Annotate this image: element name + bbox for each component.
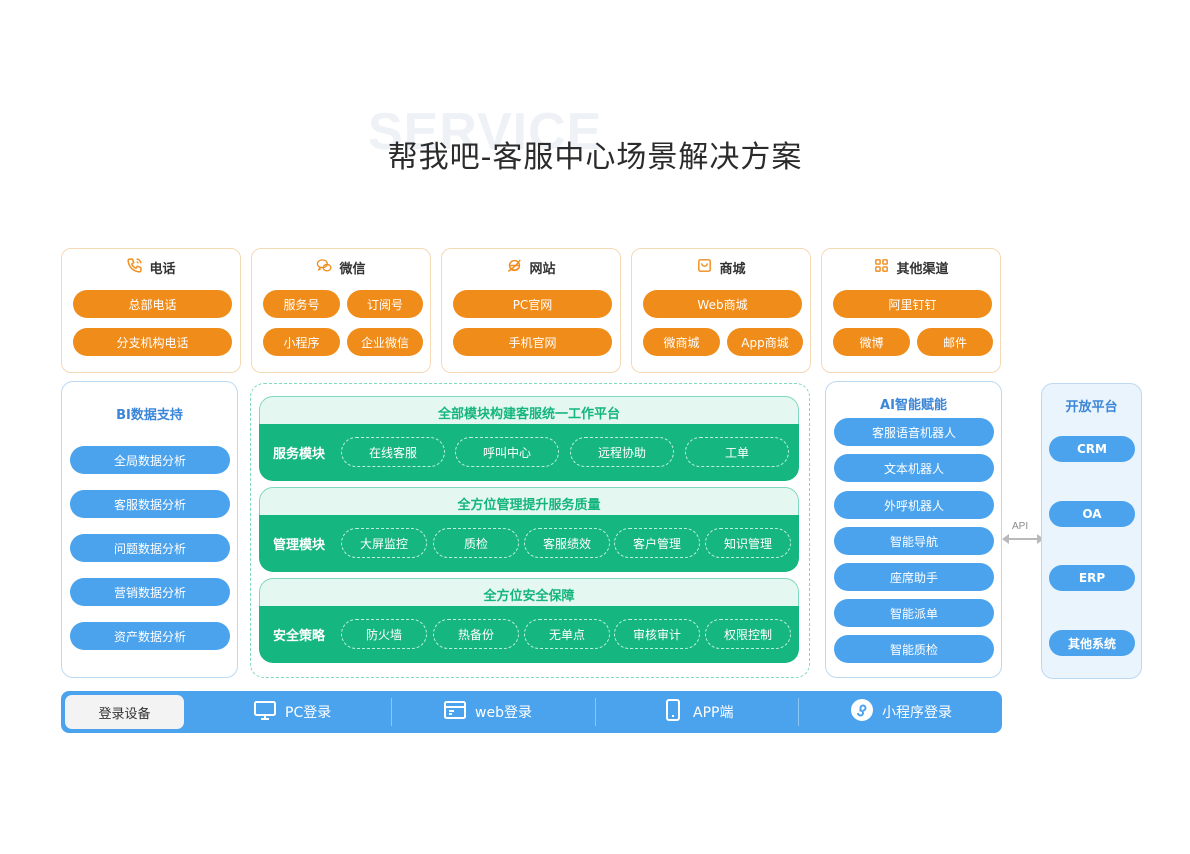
channel-card-mall: 商城 Web商城 微商城 App商城	[631, 248, 811, 373]
bi-item[interactable]: 营销数据分析	[70, 578, 230, 606]
browser-e-icon	[506, 257, 523, 278]
module-label: 服务模块	[273, 447, 326, 462]
module-label: 安全策略	[273, 629, 326, 644]
open-platform-item[interactable]: CRM	[1049, 436, 1135, 462]
mobile-phone-icon	[661, 698, 685, 726]
module-body: 安全策略 防火墙 热备份 无单点 审核审计 权限控制	[259, 606, 799, 663]
module-chip[interactable]: 权限控制	[705, 619, 791, 649]
bi-item[interactable]: 客服数据分析	[70, 490, 230, 518]
module-chip[interactable]: 知识管理	[705, 528, 791, 558]
module-chip[interactable]: 在线客服	[341, 437, 445, 467]
module-header: 全部模块构建客服统一工作平台	[259, 396, 799, 428]
module-chip[interactable]: 大屏监控	[341, 528, 427, 558]
module-body: 管理模块 大屏监控 质检 客服绩效 客户管理 知识管理	[259, 515, 799, 572]
ai-title: AI智能赋能	[880, 398, 947, 413]
channel-item[interactable]: 分支机构电话	[73, 328, 232, 356]
bi-item[interactable]: 问题数据分析	[70, 534, 230, 562]
wechat-icon	[316, 257, 333, 278]
divider	[391, 698, 392, 726]
channel-item[interactable]: 阿里钉钉	[833, 290, 992, 318]
ai-item[interactable]: 智能导航	[834, 527, 994, 555]
ai-item[interactable]: 智能质检	[834, 635, 994, 663]
divider	[595, 698, 596, 726]
channel-item[interactable]: App商城	[727, 328, 803, 356]
module-chip[interactable]: 客户管理	[614, 528, 700, 558]
login-pc[interactable]: PC登录	[253, 691, 331, 733]
login-item-label: web登录	[475, 705, 532, 721]
channel-card-other: 其他渠道 阿里钉钉 微博 邮件	[821, 248, 1001, 373]
bi-item[interactable]: 资产数据分析	[70, 622, 230, 650]
bi-title: BI数据支持	[116, 408, 183, 423]
login-devices-bar: 登录设备 PC登录 web登录 APP端 小程序登录	[61, 691, 1002, 733]
phone-icon	[126, 257, 143, 278]
ai-item[interactable]: 客服语音机器人	[834, 418, 994, 446]
module-chip[interactable]: 远程协助	[570, 437, 674, 467]
module-chip[interactable]: 呼叫中心	[455, 437, 559, 467]
login-web[interactable]: web登录	[443, 691, 532, 733]
channel-title: 电话	[149, 261, 176, 277]
channel-item[interactable]: 总部电话	[73, 290, 232, 318]
channel-item[interactable]: PC官网	[453, 290, 612, 318]
bi-panel: BI数据支持 全局数据分析 客服数据分析 问题数据分析 营销数据分析 资产数据分…	[61, 381, 238, 678]
channel-item[interactable]: 小程序	[263, 328, 340, 356]
channel-item[interactable]: 订阅号	[347, 290, 423, 318]
bi-item[interactable]: 全局数据分析	[70, 446, 230, 474]
module-label: 管理模块	[273, 538, 326, 553]
login-item-label: 小程序登录	[882, 705, 952, 721]
channel-title: 商城	[719, 261, 746, 277]
login-item-label: APP端	[693, 705, 734, 721]
ai-item[interactable]: 外呼机器人	[834, 491, 994, 519]
module-chip[interactable]: 质检	[433, 528, 519, 558]
module-chip[interactable]: 无单点	[524, 619, 610, 649]
channel-item[interactable]: 手机官网	[453, 328, 612, 356]
module-body: 服务模块 在线客服 呼叫中心 远程协助 工单	[259, 424, 799, 481]
channel-card-wechat: 微信 服务号 订阅号 小程序 企业微信	[251, 248, 431, 373]
ai-panel: AI智能赋能 客服语音机器人 文本机器人 外呼机器人 智能导航 座席助手 智能派…	[825, 381, 1002, 678]
open-platform-item[interactable]: ERP	[1049, 565, 1135, 591]
divider	[798, 698, 799, 726]
open-platform-title: 开放平台	[1065, 400, 1118, 415]
page-title: 帮我吧-客服中心场景解决方案	[387, 140, 803, 175]
ai-item[interactable]: 文本机器人	[834, 454, 994, 482]
open-platform-item[interactable]: OA	[1049, 501, 1135, 527]
monitor-icon	[253, 698, 277, 726]
module-chip[interactable]: 客服绩效	[524, 528, 610, 558]
watermark-text: SERVICE	[368, 103, 603, 161]
channel-item[interactable]: Web商城	[643, 290, 802, 318]
login-devices-label: 登录设备	[65, 695, 184, 729]
channel-item[interactable]: 邮件	[917, 328, 993, 356]
grid-apps-icon	[873, 257, 890, 278]
login-miniprogram[interactable]: 小程序登录	[850, 691, 952, 733]
channel-card-website: 网站 PC官网 手机官网	[441, 248, 621, 373]
open-platform-panel: 开放平台 CRM OA ERP 其他系统	[1041, 383, 1142, 679]
login-app[interactable]: APP端	[661, 691, 733, 733]
channel-item[interactable]: 服务号	[263, 290, 340, 318]
module-chip[interactable]: 审核审计	[614, 619, 700, 649]
browser-window-icon	[443, 698, 467, 726]
module-security: 全方位安全保障 安全策略 防火墙 热备份 无单点 审核审计 权限控制	[259, 578, 799, 663]
channel-item[interactable]: 企业微信	[347, 328, 423, 356]
module-service: 全部模块构建客服统一工作平台 服务模块 在线客服 呼叫中心 远程协助 工单	[259, 396, 799, 481]
login-item-label: PC登录	[285, 705, 332, 721]
channel-title: 其他渠道	[896, 261, 949, 277]
module-chip[interactable]: 热备份	[433, 619, 519, 649]
channel-title: 微信	[339, 261, 366, 277]
center-module-area	[250, 383, 810, 678]
api-double-arrow-icon	[1002, 534, 1044, 544]
api-label: API	[1012, 521, 1029, 532]
module-chip[interactable]: 工单	[685, 437, 789, 467]
open-platform-item[interactable]: 其他系统	[1049, 630, 1135, 656]
ai-item[interactable]: 座席助手	[834, 563, 994, 591]
channel-card-phone: 电话 总部电话 分支机构电话	[61, 248, 241, 373]
module-management: 全方位管理提升服务质量 管理模块 大屏监控 质检 客服绩效 客户管理 知识管理	[259, 487, 799, 572]
module-chip[interactable]: 防火墙	[341, 619, 427, 649]
channel-title: 网站	[529, 261, 556, 277]
channel-item[interactable]: 微博	[833, 328, 910, 356]
ai-item[interactable]: 智能派单	[834, 599, 994, 627]
mail-box-icon	[696, 257, 713, 278]
channel-item[interactable]: 微商城	[643, 328, 720, 356]
mini-program-icon	[850, 698, 874, 726]
